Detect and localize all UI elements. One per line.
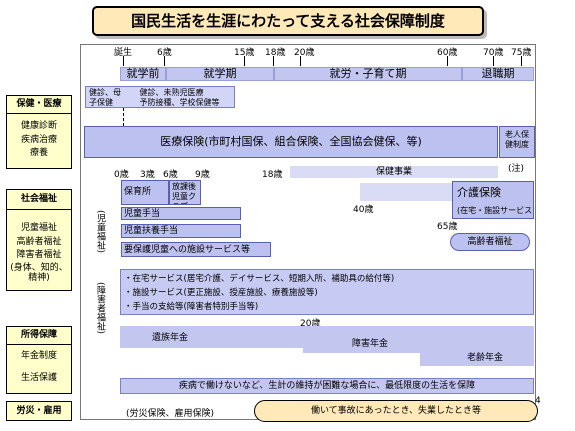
- care-lead-band: [360, 183, 452, 201]
- section-welfare-head: 社会福祉: [7, 190, 71, 210]
- health-item-treatment: 疾病治療: [20, 134, 57, 145]
- afterschool-box: 放課後児童クラブ: [169, 180, 201, 205]
- income-item-assistance: 生活保護: [20, 372, 57, 383]
- page-title: 国民生活を生涯にわたって支える社会保障制度: [92, 6, 484, 36]
- stage-retirement: 退職期: [462, 67, 534, 81]
- maternal-health-box: 健診、母 健診、未熟児医療 子保健 予防接種、学校保健等: [85, 86, 235, 108]
- health-project-band: 保健事業: [290, 166, 498, 178]
- age-tick: [164, 56, 165, 66]
- care-insurance-box: 介護保険 (在宅・施設サービス): [452, 181, 534, 219]
- public-assistance-band: 疾病で働けないなど、生計の維持が困難な場合に、最低限度の生活を保障: [120, 378, 534, 394]
- age-mid-18: 18歳: [262, 170, 283, 180]
- age-label-15: 15歳: [234, 48, 255, 58]
- section-welfare: 社会福祉 児童福祉 高齢者福祉 障害者福祉 (身体、知的、精神): [6, 189, 72, 291]
- care-insurance-title: 介護保険: [457, 186, 501, 199]
- child-allowance-box: 児童手当: [121, 207, 241, 220]
- age-tick: [493, 56, 494, 66]
- labor-oval: 働いて事故にあったとき、失業したとき等: [254, 400, 538, 422]
- labor-insurance-label: (労災保険、雇用保険): [126, 409, 215, 419]
- elderly-health-note: (注): [508, 164, 525, 174]
- section-income: 所得保障 年金制度 生活保護: [6, 326, 72, 394]
- age-tick: [273, 56, 274, 66]
- disability-welfare-vertical-label: (障害者福祉): [95, 282, 105, 335]
- medical-insurance-box: 医療保険(市町村国保、組合保険、全国協会健保、等): [84, 126, 498, 158]
- age-mid-6: 6歳: [163, 170, 178, 180]
- maternal-health-line1: 健診、母 健診、未熟児医療: [89, 88, 204, 97]
- welfare-item-disability: 障害者福祉: [16, 250, 62, 260]
- stage-school: 就学期: [166, 67, 274, 81]
- health-item-checkup: 健康診断: [20, 121, 57, 131]
- health-item-care: 療養: [29, 148, 48, 158]
- disability-home-services: ・在宅サービス(居宅介護、デイサービス、短期入所、補助具の給付等): [124, 274, 395, 284]
- nursery-box: 保育所: [121, 180, 169, 205]
- protected-children-box: 要保護児童への施設サービス等: [121, 242, 271, 257]
- age-tick: [123, 56, 124, 66]
- section-health-head: 保健・医療: [7, 96, 71, 114]
- disability-pension-label: 障害年金: [352, 339, 389, 349]
- old-age-pension-band: [420, 342, 534, 366]
- age-mid-9: 9歳: [195, 170, 210, 180]
- section-health: 保健・医療 健康診断 疾病治療 療養: [6, 95, 72, 169]
- section-labor: 労災・雇用: [6, 401, 72, 421]
- age-tick: [300, 56, 301, 66]
- age-tick: [244, 56, 245, 66]
- stage-working: 就労・子育て期: [274, 67, 462, 81]
- elderly-welfare-oval: 高齢者福祉: [450, 233, 530, 251]
- welfare-item-child: 児童福祉: [20, 223, 57, 233]
- age-label-6: 6歳: [157, 48, 172, 58]
- age-label-60: 60歳: [437, 48, 458, 58]
- care-insurance-sub: (在宅・施設サービス): [457, 206, 534, 215]
- age-65-label: 65歳: [437, 222, 458, 232]
- dashed-guide: [123, 108, 124, 126]
- page-number: 4: [535, 396, 541, 406]
- maternal-health-line2: 子保健 予防接種、学校保健等: [89, 98, 220, 107]
- disability-allowance: ・手当の支給等(障害者特別手当等): [124, 302, 259, 312]
- age-mid-0: 0歳: [114, 170, 129, 180]
- disability-facility-services: ・施設サービス(更正施設、授産施設、療養施設等): [124, 288, 318, 298]
- age-label-18: 18歳: [265, 48, 286, 58]
- section-income-head: 所得保障: [7, 327, 71, 345]
- survivor-pension-label: 遺族年金: [152, 333, 189, 343]
- stage-preschool: 就学前: [120, 67, 166, 81]
- age-40-label: 40歳: [353, 205, 374, 215]
- age-mid-3: 3歳: [140, 170, 155, 180]
- age-tick: [521, 56, 522, 66]
- child-welfare-vertical-label: (児童福祉): [95, 210, 105, 254]
- child-support-box: 児童扶養手当: [121, 224, 241, 238]
- welfare-item-elderly: 高齢者福祉: [16, 236, 62, 247]
- age-label-75: 75歳: [511, 48, 532, 58]
- disability-services-box: ・在宅サービス(居宅介護、デイサービス、短期入所、補助具の給付等) ・施設サービ…: [120, 269, 534, 315]
- old-age-pension-label: 老齢年金: [467, 353, 504, 363]
- age-label-birth: 誕生: [114, 48, 133, 58]
- age-tick: [447, 56, 448, 66]
- income-item-pension: 年金制度: [20, 351, 57, 361]
- age-20-label: 20歳: [300, 319, 321, 329]
- age-label-70: 70歳: [483, 48, 504, 58]
- welfare-item-disability-types: (身体、知的、精神): [10, 262, 68, 283]
- elderly-health-box: 老人保健制度: [499, 126, 535, 158]
- age-label-20: 20歳: [294, 48, 315, 58]
